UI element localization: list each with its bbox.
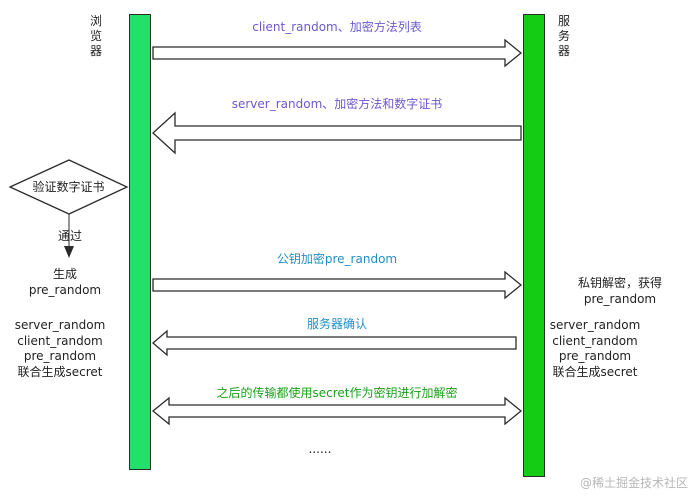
note-line: client_random [17,333,103,348]
browser-label: 浏 览 器 [89,14,103,59]
browser-label-char: 浏 [89,14,102,28]
note-line: pre_random [28,283,102,297]
note-line: pre_random [23,349,97,363]
browser-label-char: 器 [89,44,102,58]
server-lifeline [523,14,545,477]
server-label-char: 服 [557,14,570,28]
browser-generate-note: 生成 pre_random [0,266,130,298]
arrow-server-hello [152,111,522,155]
note-line: 生成 [52,267,77,281]
note-line: server_random [549,318,641,332]
watermark: @稀土掘金技术社区 [579,476,688,490]
note-line: pre_random [583,292,657,306]
note-line: pre_random [558,349,632,363]
server-decrypt-note: 私钥解密，获得 pre_random [545,275,695,307]
server-combine-note: server_random client_random pre_random 联… [545,318,645,380]
arrow-client-hello [152,38,523,68]
message-server-confirm: 服务器确认 [306,317,367,331]
server-label-char: 器 [557,44,570,58]
pass-arrowhead [64,246,74,258]
browser-label-char: 览 [89,29,102,43]
ellipsis: ...... [308,442,332,456]
note-line: 联合生成secret [17,364,103,379]
verify-certificate-label: 验证数字证书 [32,180,105,194]
message-encrypted-transfer: 之后的传输都使用secret作为密钥进行加解密 [216,386,458,400]
message-server-hello: server_random、加密方法和数字证书 [231,97,443,111]
note-line: 私钥解密，获得 [577,276,662,290]
browser-lifeline [129,14,151,470]
browser-combine-note: server_random client_random pre_random 联… [0,318,120,380]
arrow-bidirectional [151,396,523,426]
server-label: 服 务 器 [557,14,571,59]
note-line: client_random [552,333,638,348]
note-line: server_random [14,318,106,332]
arrow-pre-random [152,270,523,300]
server-label-char: 务 [557,29,570,43]
message-client-hello: client_random、加密方法列表 [252,20,422,34]
pass-label: 通过 [57,229,82,243]
message-pre-random: 公钥加密pre_random [276,252,398,266]
note-line: 联合生成secret [552,364,638,379]
arrow-server-confirm [152,329,517,357]
